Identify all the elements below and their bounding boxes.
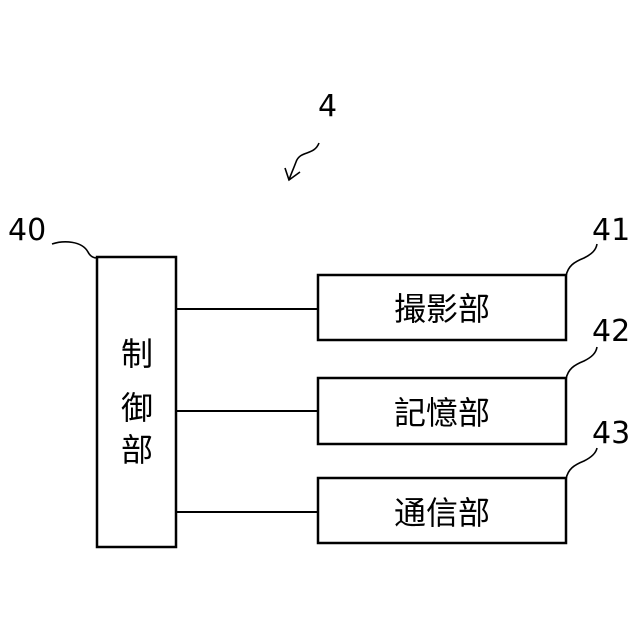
- imaging-unit-ref-leader: [566, 244, 597, 276]
- control-unit-label-char-1: 制: [121, 335, 153, 373]
- storage-unit-ref: 42: [592, 314, 630, 349]
- figure-ref-arrow-line: [289, 143, 319, 180]
- imaging-unit-ref: 41: [592, 213, 630, 248]
- control-unit-ref: 40: [8, 213, 46, 248]
- control-unit-label-char-3: 部: [121, 431, 153, 469]
- imaging-unit-label: 撮影部: [394, 290, 490, 328]
- storage-unit-label: 記憶部: [394, 394, 490, 432]
- control-unit-label-char-2: 御: [121, 389, 153, 427]
- communication-unit-ref-leader: [566, 448, 597, 479]
- control-unit-ref-leader: [52, 242, 97, 258]
- figure-ref-number: 4: [318, 89, 337, 124]
- storage-unit-ref-leader: [566, 347, 597, 379]
- communication-unit-label: 通信部: [394, 494, 490, 532]
- communication-unit-ref: 43: [592, 416, 630, 451]
